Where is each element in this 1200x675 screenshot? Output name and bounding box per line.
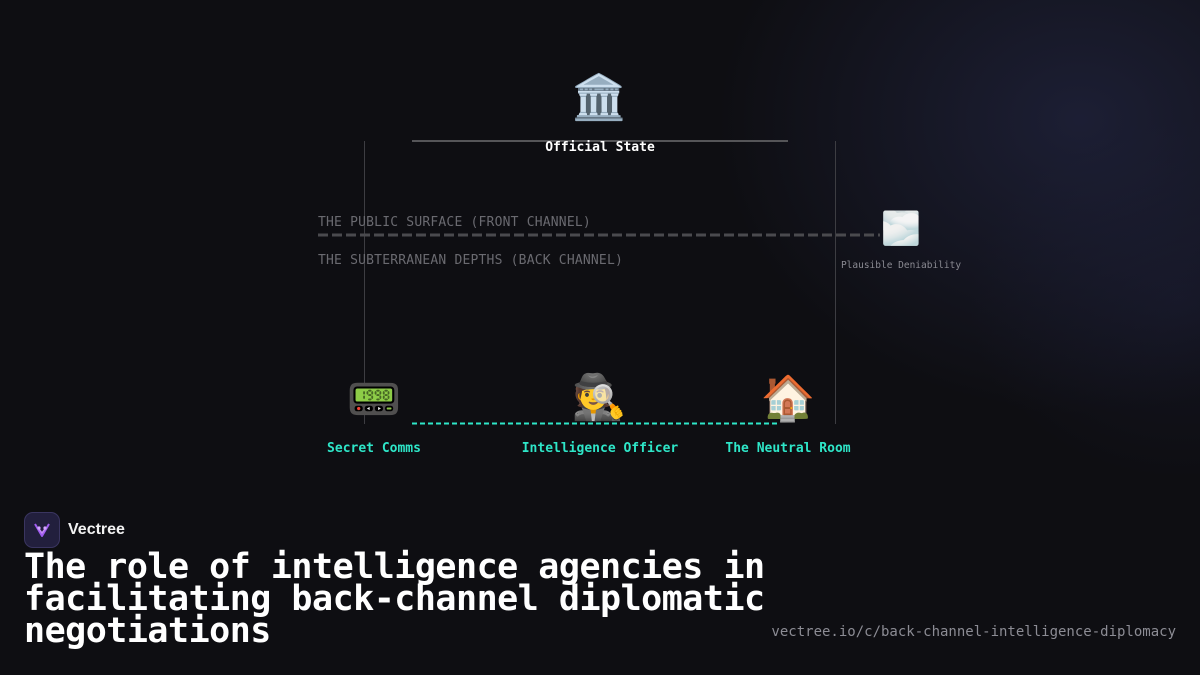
pager-icon: 📟 (346, 374, 402, 425)
official-state-label: Official State (545, 140, 655, 155)
neutral-room-label: The Neutral Room (725, 441, 851, 456)
vectree-logo-icon (24, 512, 60, 548)
secret-comms-label: Secret Comms (327, 441, 421, 456)
diagram-lines (318, 140, 880, 425)
source-url[interactable]: vectree.io/c/back-channel-intelligence-d… (771, 624, 1176, 640)
detective-icon: 🕵️ (571, 372, 627, 423)
fog-icon: 🌫️ (881, 209, 921, 247)
brand: Vectree (24, 512, 125, 548)
back-channel-label: THE SUBTERRANEAN DEPTHS (BACK CHANNEL) (318, 253, 624, 268)
classical-building-icon: 🏛️ (571, 72, 627, 123)
front-channel-label: THE PUBLIC SURFACE (FRONT CHANNEL) (318, 215, 591, 230)
house-icon: 🏠 (760, 373, 816, 424)
plausible-deniability-label: Plausible Deniability (840, 260, 962, 271)
page-title: The role of intelligence agencies in fac… (24, 547, 765, 651)
back-channel-diagram: 🏛️ Official State THE PUBLIC SURFACE (FR… (318, 72, 962, 456)
brand-name: Vectree (68, 521, 125, 538)
intelligence-officer-label: Intelligence Officer (521, 441, 679, 456)
